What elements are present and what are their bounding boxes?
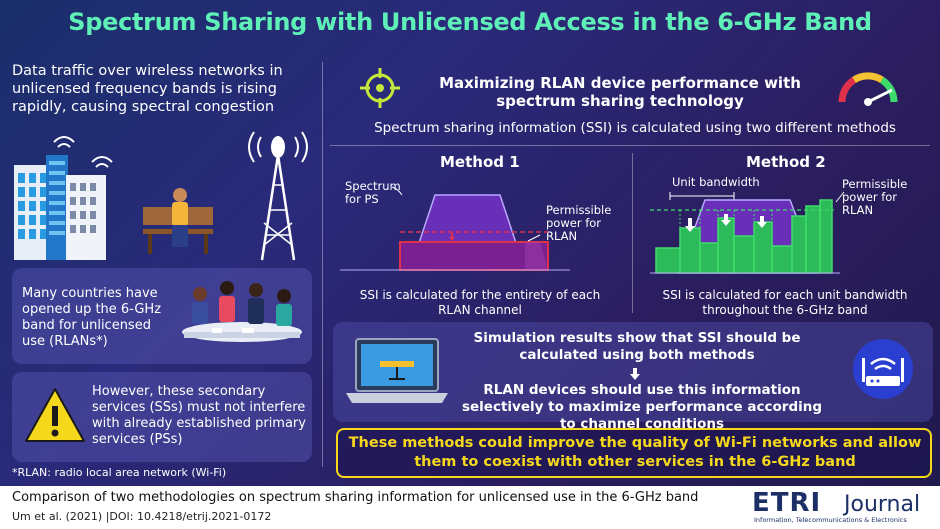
methods-divider <box>632 153 633 313</box>
section-subheading: Spectrum sharing information (SSI) is ca… <box>374 120 896 136</box>
arrow-down-icon <box>630 368 640 380</box>
conclusion-box: These methods could improve the quality … <box>336 428 932 478</box>
method2-diagram <box>650 191 845 274</box>
simulation-text: Simulation results show that SSI should … <box>473 330 801 363</box>
method2-title: Method 2 <box>746 153 826 171</box>
method1-caption: SSI is calculated for the entirety of ea… <box>359 288 601 317</box>
wifi-signal-icon <box>53 136 113 168</box>
journal-logo-text: Journal <box>844 492 921 517</box>
etri-logo: ETRI <box>752 488 822 518</box>
rlan-footnote: *RLAN: radio local area network (Wi-Fi) <box>12 466 227 479</box>
cell-tower-icon <box>248 131 308 261</box>
building-tower-icon <box>46 155 68 260</box>
speedometer-icon <box>838 72 898 106</box>
person-on-bench-icon <box>143 188 213 254</box>
journal-subtitle: Information, Telecommunications & Electr… <box>754 516 907 524</box>
target-crosshair-icon <box>360 68 400 108</box>
conclusion-text: These methods could improve the quality … <box>348 435 922 470</box>
method1-title: Method 1 <box>440 153 520 171</box>
section-divider <box>330 145 930 146</box>
meeting-people-icon <box>182 281 302 342</box>
infographic-poster: Spectrum Sharing with Unlicensed Access … <box>0 0 940 486</box>
unlicensed-use-card: Many countries have opened up the 6-GHz … <box>12 268 312 364</box>
intro-text: Data traffic over wireless networks in u… <box>12 63 283 115</box>
usage-text: RLAN devices should use this information… <box>461 382 823 432</box>
interference-card: However, these secondary services (SSs) … <box>12 372 312 462</box>
method2-unit-label: Unit bandwidth <box>672 175 760 189</box>
warning-icon <box>25 388 85 442</box>
method1-power-label: Permissible power for RLAN <box>546 203 612 243</box>
citation-text: Um et al. (2021) |DOI: 10.4218/etrij.202… <box>12 510 272 523</box>
panel-divider <box>322 62 323 467</box>
figure-caption: Comparison of two methodologies on spect… <box>12 490 699 505</box>
section-heading: Maximizing RLAN device performance with … <box>439 74 801 110</box>
method2-caption: SSI is calculated for each unit bandwidt… <box>662 288 908 317</box>
method1-spectrum-label: Spectrum for PS <box>345 179 401 206</box>
method2-power-label: Permissible power for RLAN <box>842 177 908 217</box>
interference-text: However, these secondary services (SSs) … <box>92 384 306 447</box>
method1-diagram <box>340 186 570 271</box>
laptop-icon <box>346 338 448 403</box>
city-illustration <box>14 131 308 261</box>
unlicensed-use-text: Many countries have opened up the 6-GHz … <box>22 286 162 349</box>
poster-title: Spectrum Sharing with Unlicensed Access … <box>68 8 872 36</box>
wifi-router-icon <box>853 339 913 399</box>
